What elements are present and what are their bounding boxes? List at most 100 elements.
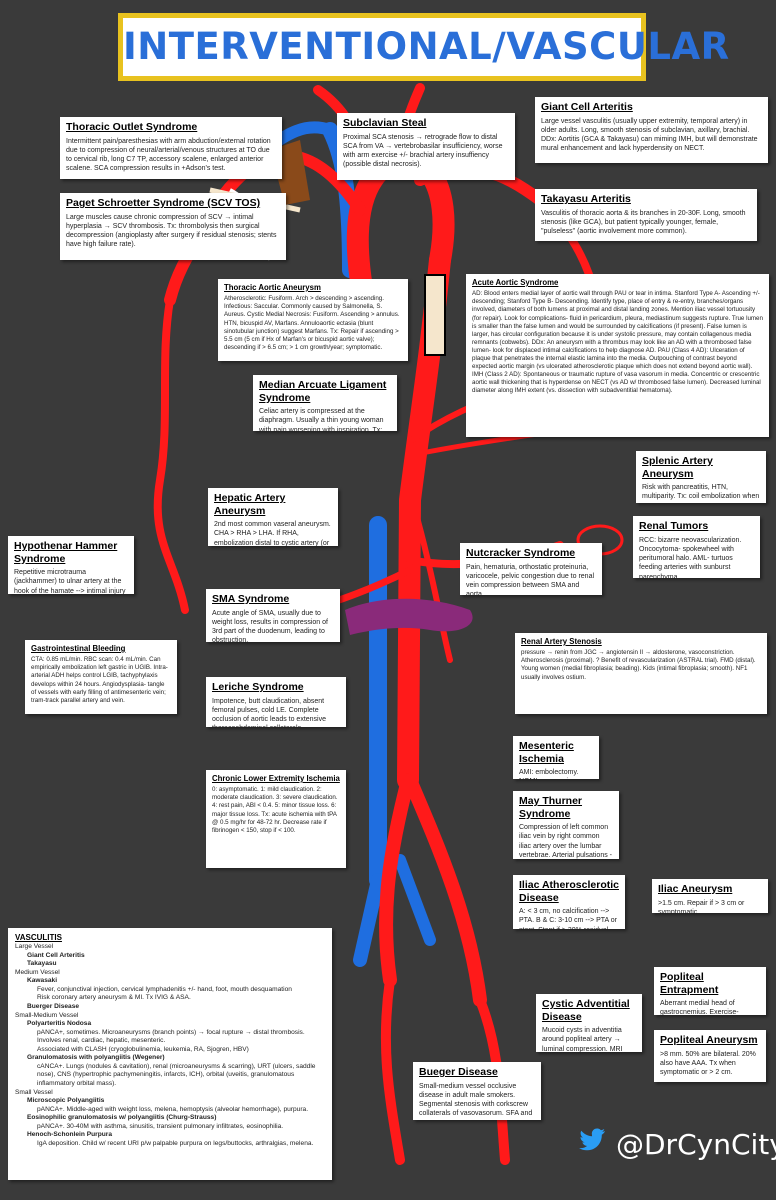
bueger-text: Small-medium vessel occlusive disease in… xyxy=(419,1082,533,1120)
hepatic-title: Hepatic Artery Aneurysm xyxy=(214,492,286,517)
title-banner: INTERVENTIONAL/VASCULAR xyxy=(118,13,730,81)
takayasu-text: Vasculitis of thoracic aorta & its branc… xyxy=(541,209,746,236)
popliteal-entrapment-title: Popliteal Entrapment xyxy=(660,971,719,996)
vasculitis-line: Medium Vessel xyxy=(15,968,60,976)
splenic-text: Risk with pancreatitis, HTN, multiparity… xyxy=(642,484,760,503)
iliac-aneurysm-text: >1.5 cm. Repair if > 3 cm or symptomatic… xyxy=(658,899,745,913)
acute-aortic-title: Acute Aortic Syndrome xyxy=(472,278,559,287)
vasculitis-line: Buerger Disease xyxy=(27,1002,80,1010)
gi-bleeding-text: CTA: 0.85 mL/min. RBC scan: 0.4 mL/min. … xyxy=(31,656,168,704)
giant-cell-text: Large vessel vasculitis (usually upper e… xyxy=(541,117,758,153)
iliac-athero-text: A: < 3 cm, no calcification --> PTA. B &… xyxy=(519,908,617,929)
iliac-athero-box: Iliac Atherosclerotic Disease A: < 3 cm, … xyxy=(513,875,625,929)
chronic-le-text: 0: asymptomatic. 1: mild claudication. 2… xyxy=(212,786,338,834)
vasculitis-line: pANCA+. Middle-aged with weight loss, me… xyxy=(37,1105,309,1113)
vasculitis-line: Microscopic Polyangiitis xyxy=(27,1097,105,1105)
vasculitis-line: Small Vessel xyxy=(15,1088,53,1096)
vasculitis-line: Polyarteritis Nodosa xyxy=(27,1020,92,1028)
cystic-adventitial-text: Mucoid cysts in adventitia around poplit… xyxy=(542,1027,623,1052)
hepatic-text: 2nd most common vaseral aneurysm. CHA > … xyxy=(214,521,331,546)
right-iliac-vein xyxy=(394,854,436,946)
vasculitis-line: pANCA+, sometimes. Microaneurysms (branc… xyxy=(37,1028,305,1036)
left-common-iliac xyxy=(403,773,487,1007)
sma-title: SMA Syndrome xyxy=(212,593,290,605)
giant-cell-title: Giant Cell Arteritis xyxy=(541,101,633,113)
vasculitis-line: Fever, conjunctival injection, cervical … xyxy=(37,985,292,993)
may-thurner-text: Compression of left common iliac vein by… xyxy=(519,824,612,859)
chronic-le-title: Chronic Lower Extremity Ischemia xyxy=(212,774,340,783)
vasculitis-line: Henoch-Schonlein Purpura xyxy=(27,1131,112,1139)
nutcracker-text: Pain, hematuria, orthostatic proteinuria… xyxy=(466,563,595,595)
renal-stenosis-text: pressure → renin from JGC → angiotensin … xyxy=(521,649,756,681)
may-thurner-title: May Thurner Syndrome xyxy=(519,795,583,820)
twitter-bird-icon xyxy=(579,1128,605,1151)
left-iliac-vein xyxy=(353,873,385,967)
subclavian-steal-text: Proximal SCA stenosis → retrograde flow … xyxy=(343,133,503,169)
splenic-title: Splenic Artery Aneurysm xyxy=(642,455,713,480)
iliac-aneurysm-title: Iliac Aneurysm xyxy=(658,883,733,895)
thoracic-outlet-text: Intermittent pain/paresthesias with arm … xyxy=(66,137,271,173)
thoracic-aneurysm-text: Atherosclerotic: Fusiform. Arch > descen… xyxy=(224,295,400,351)
gi-bleeding-title: Gastrointestinal Bleeding xyxy=(31,644,126,653)
vasculitis-line: Kawasaki xyxy=(27,977,58,985)
thoracic-aneurysm-title: Thoracic Aortic Aneurysm xyxy=(224,283,321,292)
mesenteric-title: Mesenteric Ischemia xyxy=(519,740,574,765)
sma-branch xyxy=(409,497,453,663)
subclavian-steal-title: Subclavian Steal xyxy=(343,117,427,129)
popliteal-aneurysm-text: >8 mm. 50% are bilateral. 20% also have … xyxy=(660,1050,756,1077)
page-title: INTERVENTIONAL/VASCULAR xyxy=(123,25,730,68)
cystic-adventitial-title: Cystic Adventitial Disease xyxy=(542,998,630,1023)
median-arcuate-text: Celiac artery is compressed at the diaph… xyxy=(259,408,384,431)
right-subclavian-artery xyxy=(164,149,366,306)
hypothenar-title: Hypothenar Hammer Syndrome xyxy=(14,540,118,565)
leriche-text: Impotence, butt claudication, absent fem… xyxy=(212,697,327,727)
vasculitis-line: IgA deposition. Child w/ recent URI p/w … xyxy=(37,1139,314,1147)
median-arcuate-title: Median Arcuate Ligament Syndrome xyxy=(259,379,387,404)
iliac-athero-title: Iliac Atherosclerotic Disease xyxy=(519,879,619,904)
vasculitis-line: Granulomatosis with polyangiitis (Wegene… xyxy=(27,1054,165,1062)
aortic-stent-graft xyxy=(424,274,446,356)
paget-box: Paget Schroetter Syndrome (SCV TOS)Large… xyxy=(60,193,286,260)
renal-tumors-title: Renal Tumors xyxy=(639,520,709,532)
hypothenar-text: Repetitive microtrauma (jackhammer) to u… xyxy=(14,569,126,594)
popliteal-aneurysm-title: Popliteal Aneurysm xyxy=(660,1034,758,1046)
vasculitis-line: Giant Cell Arteritis xyxy=(27,951,85,959)
right-arm-artery xyxy=(153,296,189,614)
sma-text: Acute angle of SMA, usually due to weigh… xyxy=(212,609,328,642)
leriche-title: Leriche Syndrome xyxy=(212,681,304,693)
vasculitis-line: cANCA+. Lungs (nodules & cavitation), re… xyxy=(37,1062,316,1087)
bueger-title: Bueger Disease xyxy=(419,1066,498,1078)
vasculitis-title: VASCULITIS xyxy=(15,933,62,942)
vasculitis-line: Takayasu xyxy=(27,960,57,968)
author-handle: @DrCynCity xyxy=(616,1128,776,1161)
vasculitis-line: Risk coronary artery aneurysm & MI. Tx I… xyxy=(37,994,191,1002)
thoracic-outlet-title: Thoracic Outlet Syndrome xyxy=(66,121,198,133)
vasculitis-line: pANCA+. 30-40M with asthma, sinusitis, t… xyxy=(37,1122,284,1130)
popliteal-aneurysm-box: Popliteal Aneurysm >8 mm. 50% are bilater… xyxy=(654,1030,766,1082)
vasculitis-line: Associated with CLASH (cryoglobulinemia,… xyxy=(37,1045,249,1053)
nutcracker-title: Nutcracker Syndrome xyxy=(466,547,576,559)
renal-tumors-text: RCC: bizarre neovascularization. Oncocyt… xyxy=(639,536,742,578)
paget-title: Paget Schroetter Syndrome (SCV TOS) xyxy=(66,197,261,209)
vasculitis-line: Large Vessel xyxy=(15,943,54,950)
